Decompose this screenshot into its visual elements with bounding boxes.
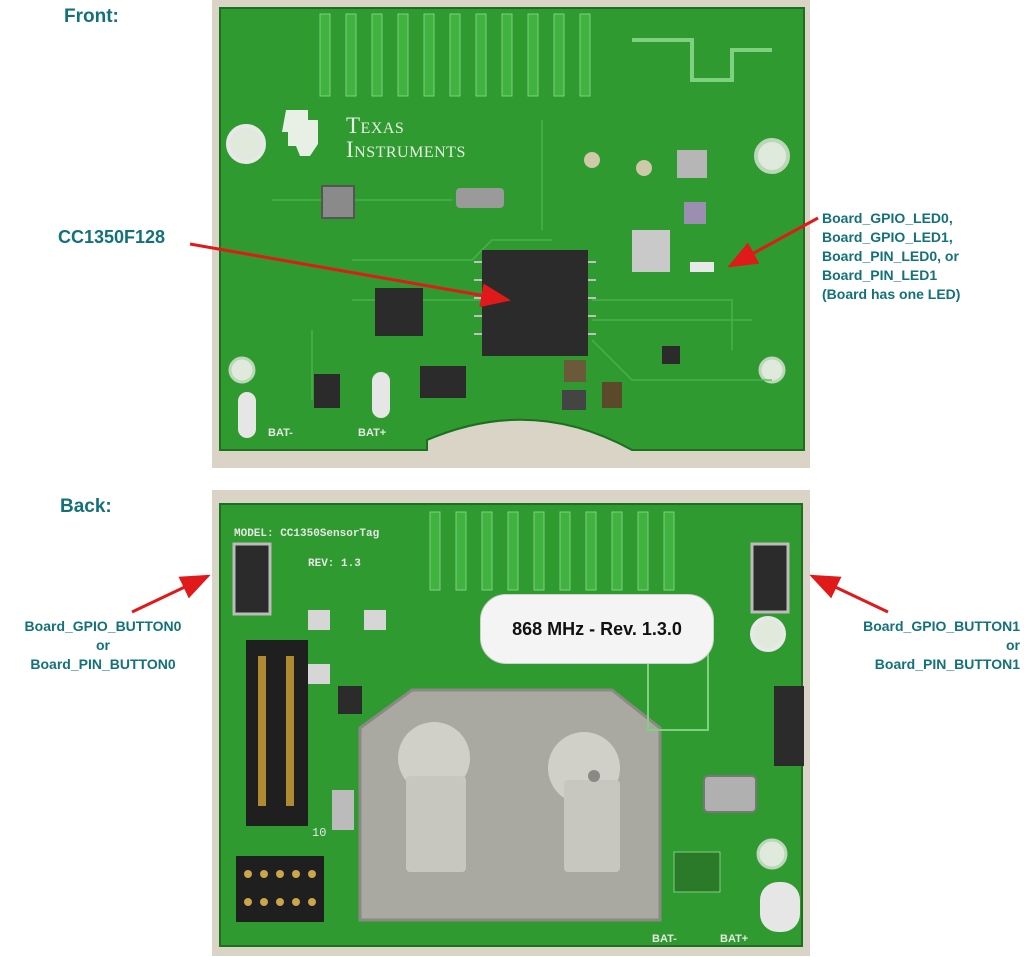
button1-label: Board_GPIO_BUTTON1 or Board_PIN_BUTTON1 [815,617,1020,674]
ti-logo-line1: Texas [346,113,405,138]
led-label-line: Board_GPIO_LED0, [822,210,953,226]
led-label: Board_GPIO_LED0, Board_GPIO_LED1, Board_… [822,209,960,304]
button0-label: Board_GPIO_BUTTON0 or Board_PIN_BUTTON0 [4,617,202,674]
chip-label: CC1350F128 [58,227,166,247]
back-heading: Back: [60,496,112,517]
chip-arrow [189,242,511,308]
ti-logo-line2: Instruments [346,137,466,162]
button1-label-line: Board_GPIO_BUTTON1 [863,618,1020,634]
back-silk-rev: REV: 1.3 [308,558,361,570]
button0-label-line: or [96,637,110,653]
led-arrow [727,216,819,268]
button1-label-line: or [1006,637,1020,653]
button0-label-line: Board_GPIO_BUTTON0 [24,618,182,634]
front-silk-bat-plus: BAT+ [358,427,386,439]
back-silk-pin-number: 10 [312,826,326,840]
led-label-line: Board_PIN_LED1 [822,267,938,283]
ti-logo: Texas Instruments [346,114,466,162]
frequency-sticker: 868 MHz - Rev. 1.3.0 [480,594,714,664]
back-silk-bat-plus: BAT+ [720,933,748,945]
front-heading: Front: [64,6,119,27]
button0-arrow [131,574,211,614]
back-silk-bat-minus: BAT- [652,933,677,945]
led-label-line: Board_PIN_LED0, or [822,248,959,264]
button1-label-line: Board_PIN_BUTTON1 [874,656,1020,672]
led-label-line: Board_GPIO_LED1, [822,229,953,245]
front-board-photo: BAT- BAT+ [212,0,810,468]
button0-label-line: Board_PIN_BUTTON0 [30,656,176,672]
front-silk-bat-minus: BAT- [268,427,293,439]
button1-arrow [809,574,889,614]
back-silk-model: MODEL: CC1350SensorTag [234,528,379,540]
frequency-sticker-text: 868 MHz - Rev. 1.3.0 [512,618,682,639]
led-label-line: (Board has one LED) [822,286,961,302]
